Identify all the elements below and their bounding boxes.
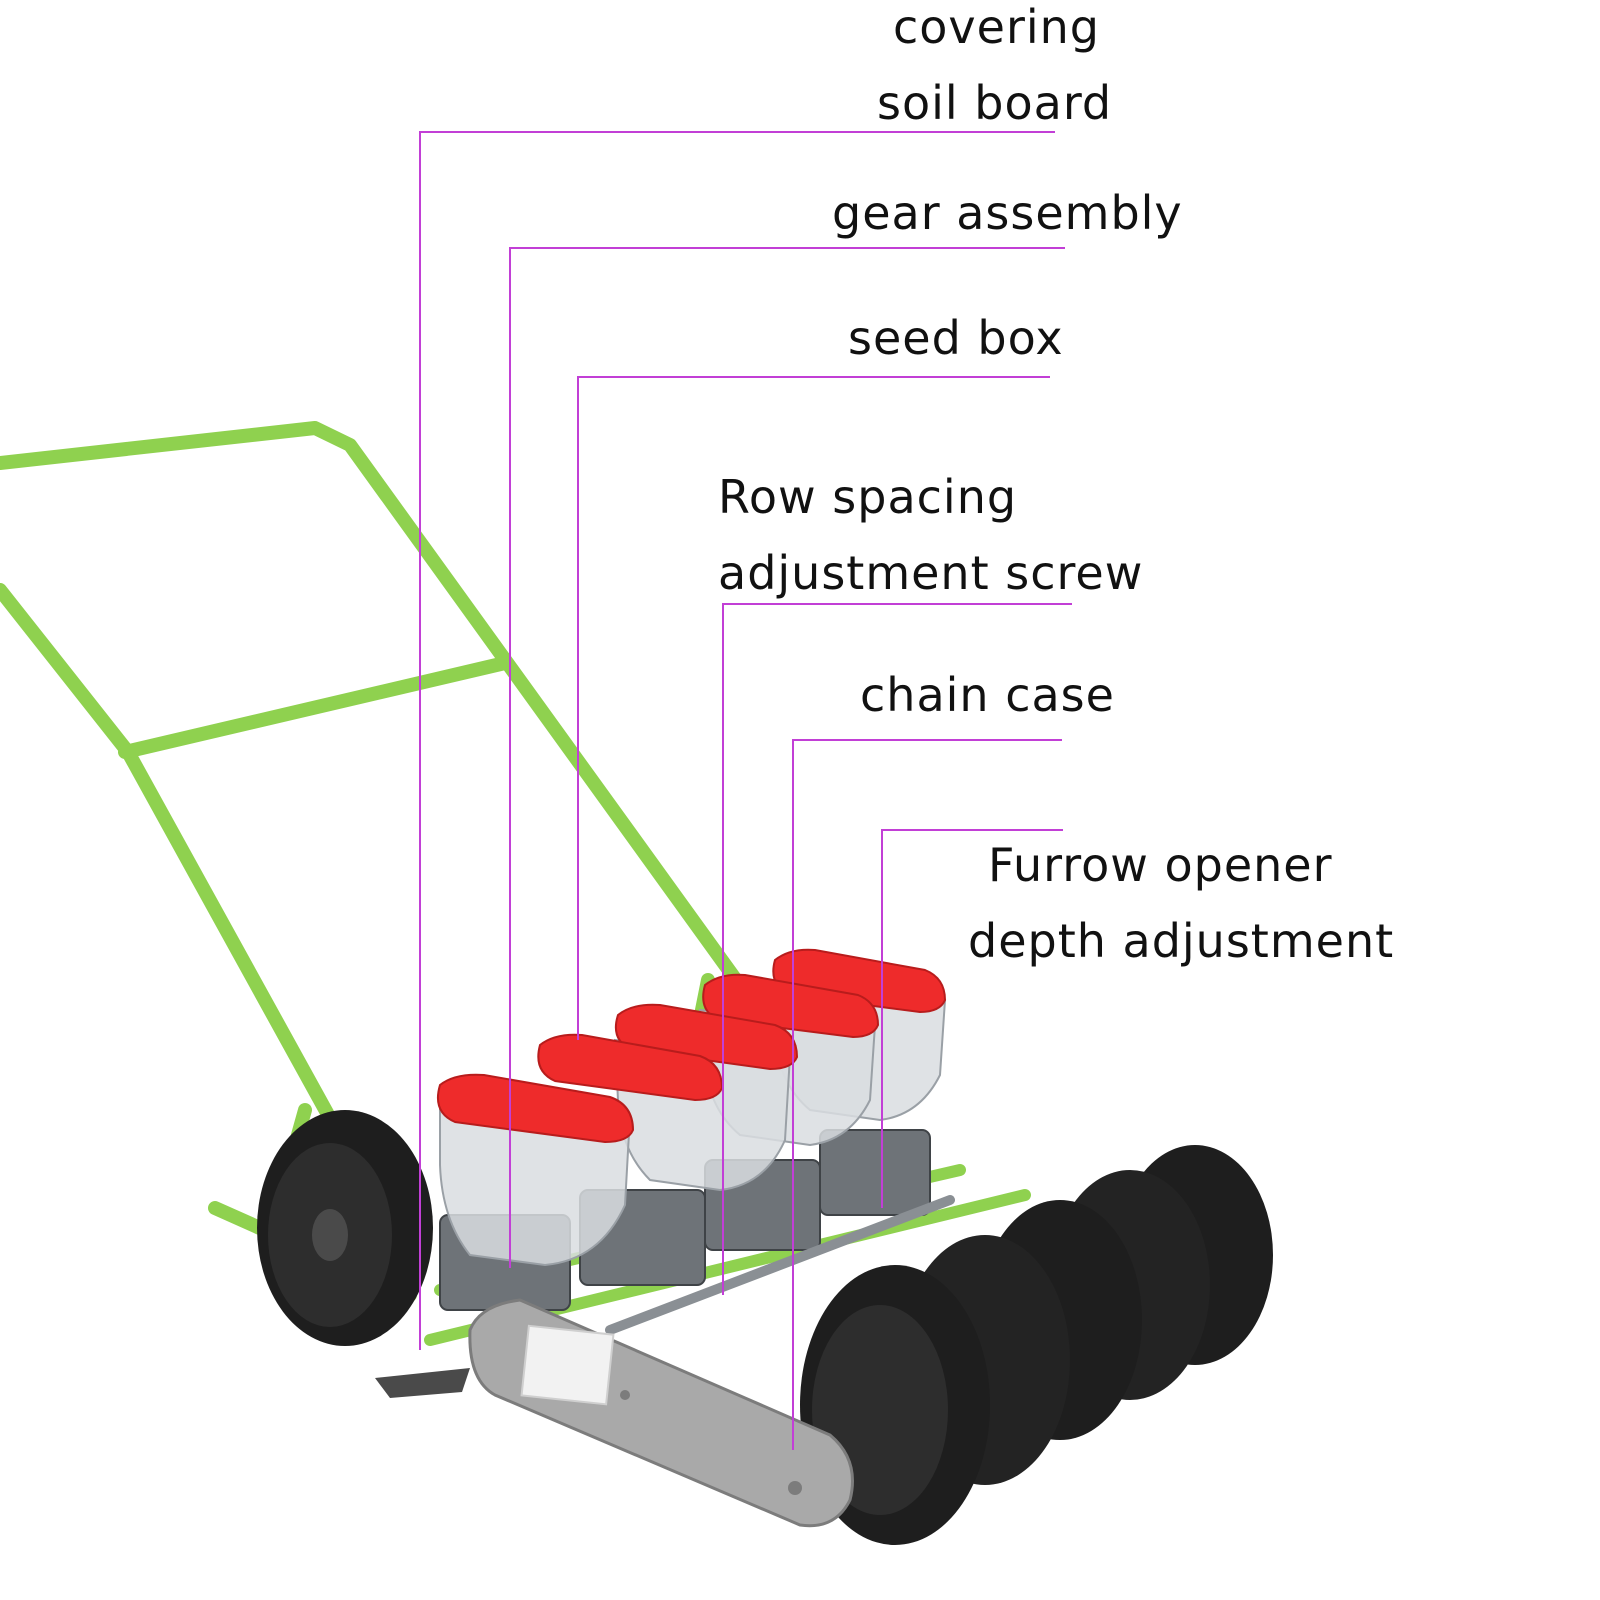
chain-case-sticker — [520, 1324, 615, 1406]
label-row-spacing-line2: adjustment screw — [718, 546, 1144, 600]
label-gear-assembly: gear assembly — [832, 186, 1183, 240]
leader-lines — [419, 131, 1072, 1450]
handle-upper-bar — [0, 421, 743, 987]
label-furrow-line1: Furrow opener — [988, 838, 1333, 892]
leader-covering-soil-board — [419, 131, 1055, 1350]
leader-furrow-opener — [881, 829, 1063, 1208]
label-row-spacing-line1: Row spacing — [718, 470, 1018, 524]
rear-wheel-hub — [312, 1209, 348, 1261]
leader-chain-case — [792, 739, 1062, 1450]
soil-board-blade — [375, 1368, 470, 1398]
seed-box-lids — [436, 948, 947, 1144]
chain-case-bolt-2 — [620, 1390, 630, 1400]
label-covering-line1: covering — [893, 0, 1101, 54]
drive-shaft — [605, 1195, 955, 1335]
chain-case-bolt — [788, 1481, 802, 1495]
seed-lid-0 — [436, 1073, 635, 1144]
hopper-1 — [439, 1098, 632, 1267]
leader-gear-assembly — [509, 247, 1065, 1268]
label-seed-box: seed box — [848, 311, 1064, 365]
leader-seed-box — [577, 376, 1050, 1040]
handle-crossbar — [118, 656, 512, 759]
leader-row-spacing-screw — [722, 603, 1072, 1295]
label-furrow-line2: depth adjustment — [968, 914, 1395, 968]
metering-unit-4 — [819, 1129, 931, 1216]
label-chain-case: chain case — [860, 668, 1115, 722]
rear-wheel — [257, 1110, 433, 1346]
label-covering-line2: soil board — [877, 76, 1113, 130]
